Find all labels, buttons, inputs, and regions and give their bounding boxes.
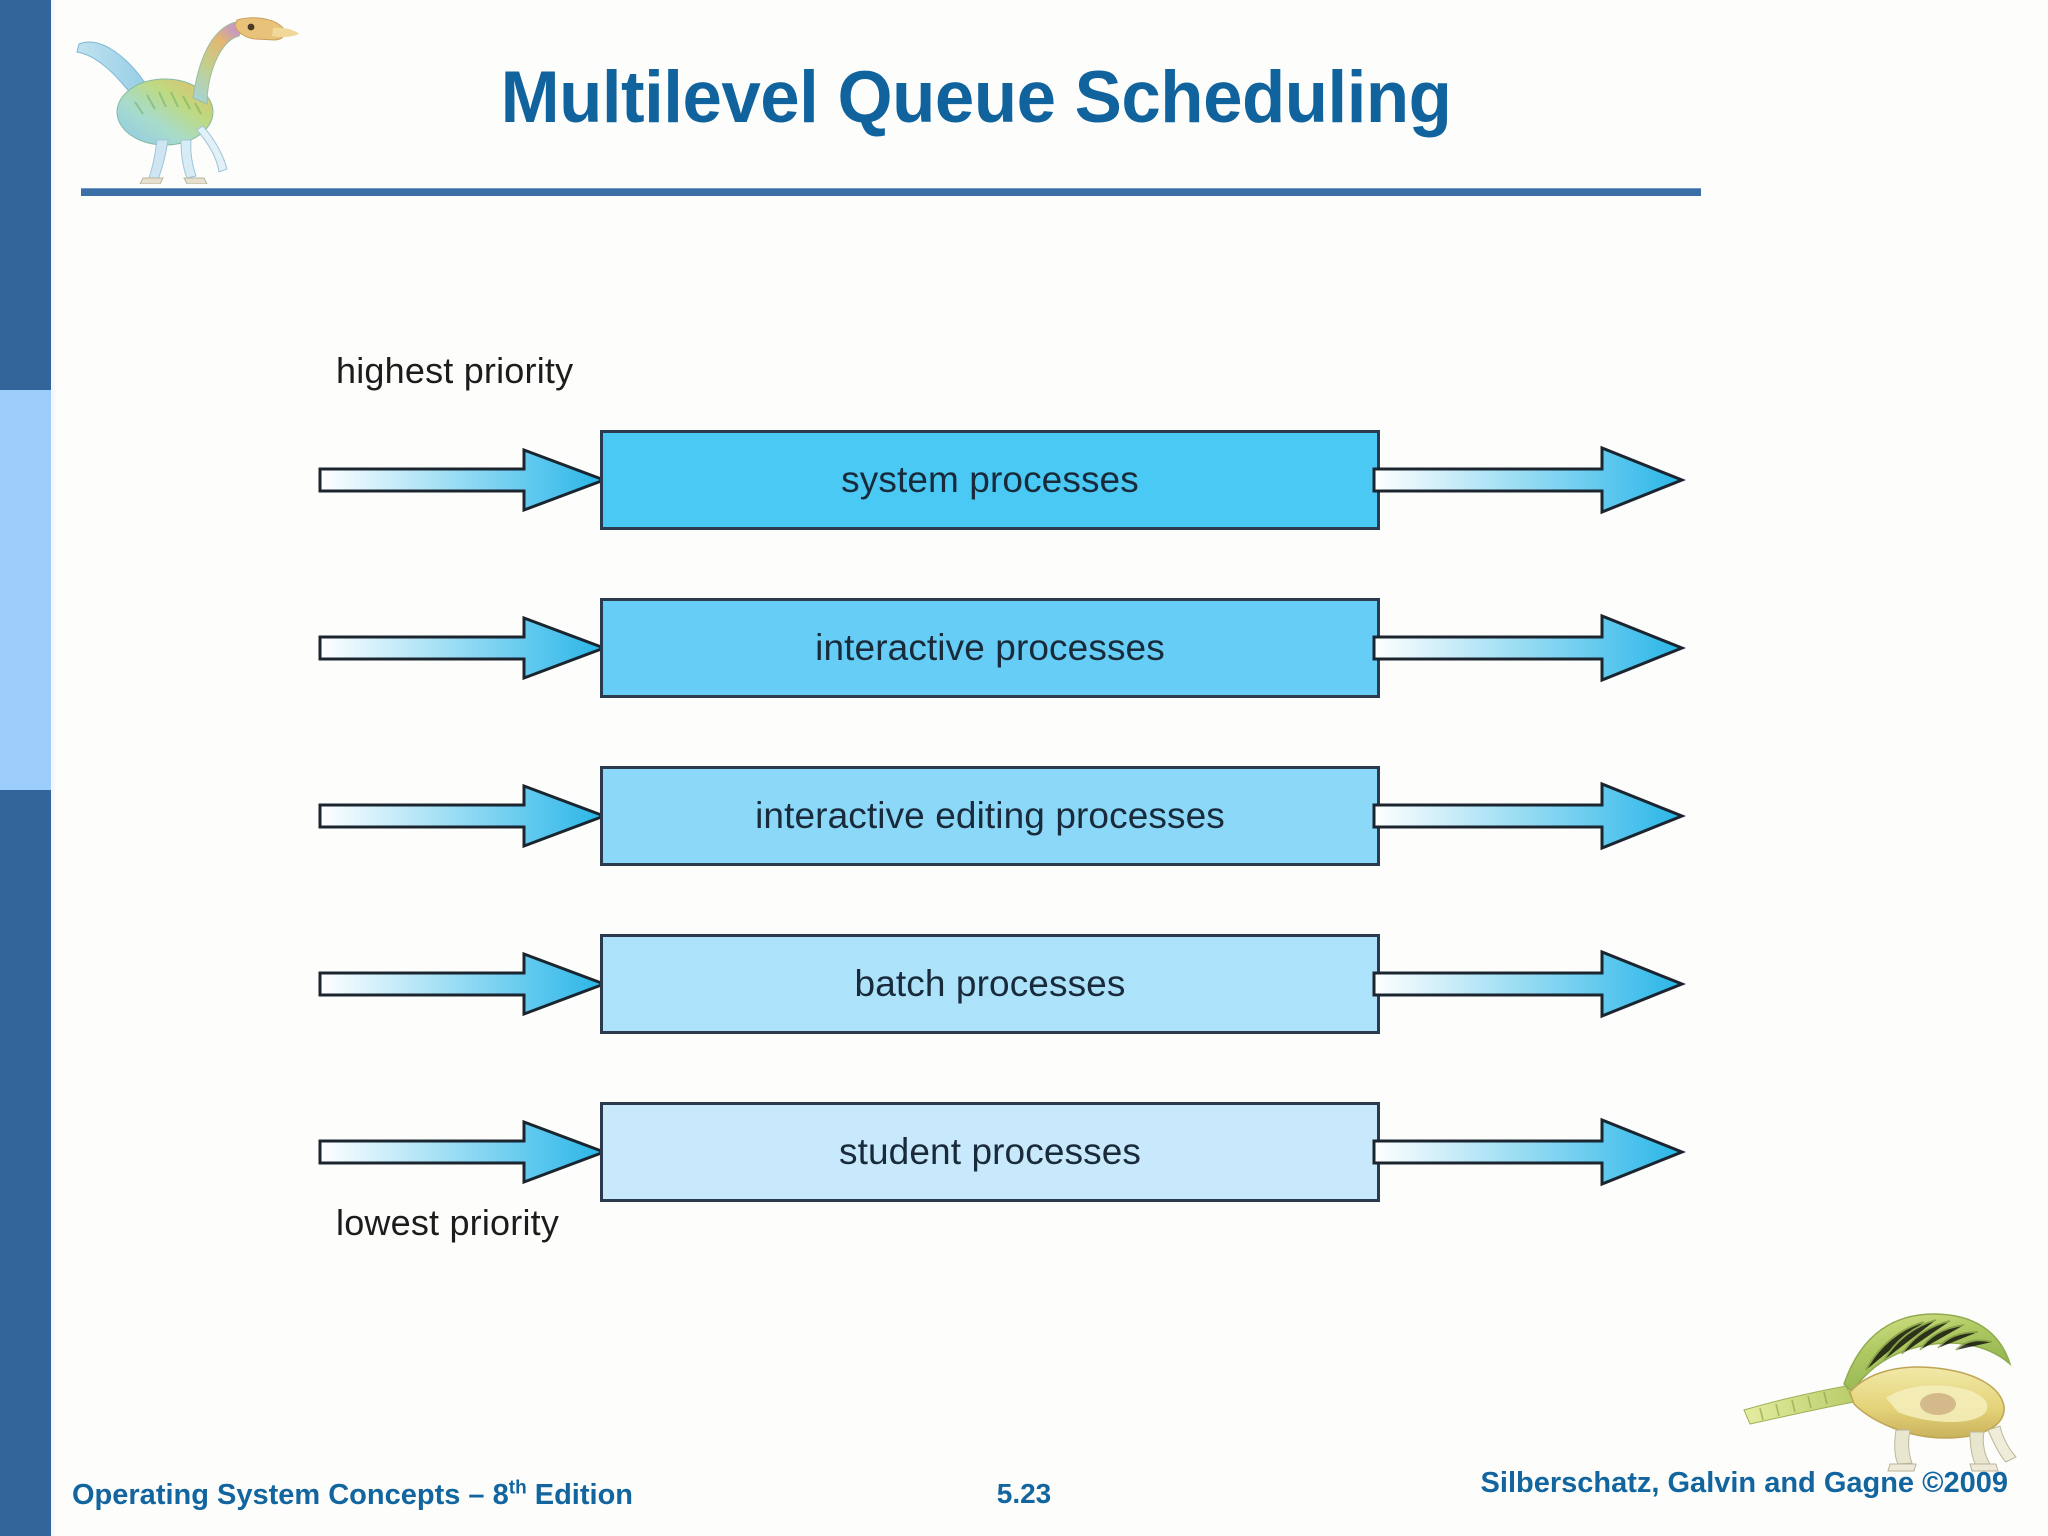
queue-row: interactive processes	[300, 598, 1780, 698]
footer-edition-label: Operating System Concepts – 8th Edition	[72, 1477, 634, 1512]
queue-box-interactive-processes[interactable]: interactive processes	[600, 598, 1380, 698]
footer-edition-prefix: Operating System Concepts – 8	[72, 1479, 509, 1511]
arrow-right-icon	[318, 430, 609, 530]
queue-row: student processes	[300, 1102, 1780, 1202]
queue-label: interactive editing processes	[755, 795, 1225, 836]
queue-row: batch processes	[300, 934, 1780, 1034]
arrow-right-icon	[1372, 598, 1687, 698]
arrow-right-icon	[1372, 430, 1687, 530]
queue-box-system-processes[interactable]: system processes	[600, 430, 1380, 530]
dimetrodon-logo-icon	[1738, 1306, 2028, 1474]
queue-row: interactive editing processes	[300, 766, 1780, 866]
title-underline-rule	[81, 188, 1701, 196]
slide-header: Multilevel Queue Scheduling	[51, 0, 2048, 210]
lowest-priority-label: lowest priority	[336, 1202, 560, 1243]
arrow-right-icon	[1372, 934, 1687, 1034]
dinosaur-logo-icon	[69, 6, 309, 185]
sidebar-accent-top	[0, 0, 51, 390]
footer-copyright: Silberschatz, Galvin and Gagne ©2009	[1480, 1467, 2008, 1499]
arrow-right-icon	[318, 766, 609, 866]
queue-label: student processes	[839, 1131, 1141, 1172]
arrow-right-icon	[318, 934, 609, 1034]
page-number: 5.23	[996, 1478, 1052, 1509]
arrow-right-icon	[1372, 766, 1687, 866]
footer-edition-suffix: Edition	[526, 1479, 634, 1511]
queue-box-student-processes[interactable]: student processes	[600, 1102, 1380, 1202]
sidebar-edge-highlight	[51, 0, 55, 1536]
queue-box-interactive-editing-processes[interactable]: interactive editing processes	[600, 766, 1380, 866]
arrow-right-icon	[1372, 1102, 1687, 1202]
queue-label: interactive processes	[815, 627, 1165, 668]
arrow-right-icon	[318, 1102, 609, 1202]
queue-box-batch-processes[interactable]: batch processes	[600, 934, 1380, 1034]
queue-label: batch processes	[854, 963, 1126, 1004]
footer-edition-superscript: th	[508, 1477, 527, 1499]
sidebar-accent-bottom	[0, 790, 51, 1536]
slide-footer: Operating System Concepts – 8th Edition …	[0, 1446, 2048, 1536]
page-title: Multilevel Queue Scheduling	[500, 57, 1452, 138]
queue-label: system processes	[841, 459, 1139, 500]
arrow-right-icon	[318, 598, 609, 698]
highest-priority-label: highest priority	[336, 350, 574, 391]
sidebar-accent-middle	[0, 390, 51, 790]
queue-row: system processes	[300, 430, 1780, 530]
multilevel-queue-diagram: highest priority system processes	[300, 290, 1780, 1290]
